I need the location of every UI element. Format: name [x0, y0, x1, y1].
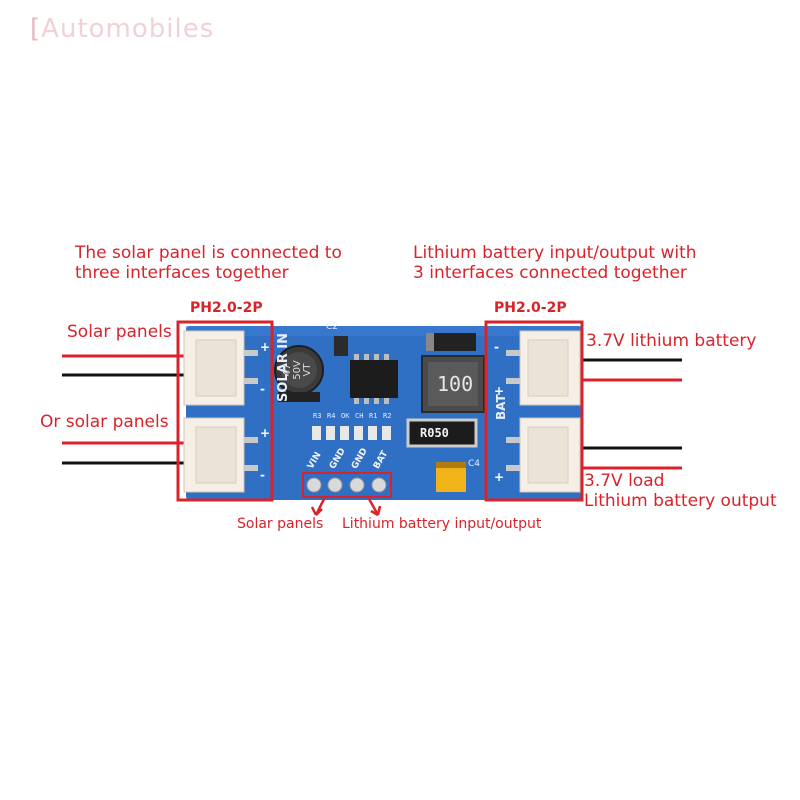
- silk-c4: C4: [468, 459, 481, 469]
- left-note-line1: The solar panel is connected to: [75, 243, 342, 263]
- electrolytic-capacitor: [274, 345, 324, 402]
- left-connector-bottom: [183, 417, 258, 493]
- left-connector-type: PH2.0-2P: [190, 300, 263, 316]
- right-note-line1: Lithium battery input/output with: [413, 243, 697, 263]
- smd-components: [312, 426, 391, 440]
- resistor-marking: R050: [420, 426, 449, 440]
- polarity-minus-right-top: -: [494, 340, 499, 354]
- right-connector-bottom: [506, 417, 581, 493]
- shunt-resistor: [406, 418, 478, 448]
- watermark: [Automobiles: [30, 14, 214, 44]
- header-pins: [302, 472, 392, 498]
- watermark-bracket: [: [30, 14, 42, 44]
- polarity-plus-right-top: +: [494, 384, 505, 398]
- pin-label-battery: Lithium battery input/output: [342, 516, 542, 532]
- label-load-line1: 3.7V load: [584, 471, 665, 491]
- silk-c2: C2: [326, 322, 339, 332]
- polarity-plus-left-bottom: +: [260, 426, 271, 440]
- capacitor-c2: [334, 336, 348, 356]
- left-connector-top: [183, 330, 258, 406]
- pin-label-solar: Solar panels: [237, 516, 324, 532]
- watermark-text: Automobiles: [41, 14, 215, 44]
- pin-arrows: [310, 496, 382, 517]
- right-note: Lithium battery input/output with 3 inte…: [413, 243, 697, 283]
- right-connector-frame: [484, 320, 584, 502]
- inductor: [421, 355, 485, 413]
- inductor-marking: 100: [437, 372, 474, 396]
- diode-band: [426, 333, 434, 351]
- label-solar-panels: Solar panels: [67, 322, 172, 342]
- right-note-line2: 3 interfaces connected together: [413, 263, 687, 283]
- right-connector-type: PH2.0-2P: [494, 300, 567, 316]
- polarity-minus-left-top: -: [260, 382, 265, 396]
- left-note-line2: three interfaces together: [75, 263, 289, 283]
- smd-label-r4: R4: [327, 412, 336, 420]
- smd-label-ok: OK: [341, 412, 350, 420]
- silk-bat: BAT: [494, 394, 508, 420]
- polarity-plus-right-bottom: +: [494, 470, 505, 484]
- label-or-solar-panels: Or solar panels: [40, 412, 169, 432]
- smd-label-ch: CH: [355, 412, 364, 420]
- smd-label-r2: R2: [383, 412, 392, 420]
- label-load: 3.7V load Lithium battery output: [584, 471, 777, 511]
- smd-label-r3: R3: [313, 412, 322, 420]
- pcb-highlight: [186, 326, 582, 336]
- ic-chip: [350, 354, 398, 404]
- diode: [426, 333, 476, 351]
- label-load-line2: Lithium battery output: [584, 491, 777, 511]
- polarity-minus-left-bottom: -: [260, 468, 265, 482]
- polarity-plus-left-top: +: [260, 340, 271, 354]
- left-connector-frame: [176, 320, 274, 502]
- tantalum-band: [436, 462, 466, 468]
- left-note: The solar panel is connected to three in…: [75, 243, 342, 283]
- right-connector-top: [506, 330, 581, 406]
- capacitor-code: VT: [301, 363, 313, 377]
- smd-label-r1: R1: [369, 412, 378, 420]
- label-battery: 3.7V lithium battery: [586, 331, 757, 351]
- capacitor-marking: 47 50V VT: [282, 360, 313, 380]
